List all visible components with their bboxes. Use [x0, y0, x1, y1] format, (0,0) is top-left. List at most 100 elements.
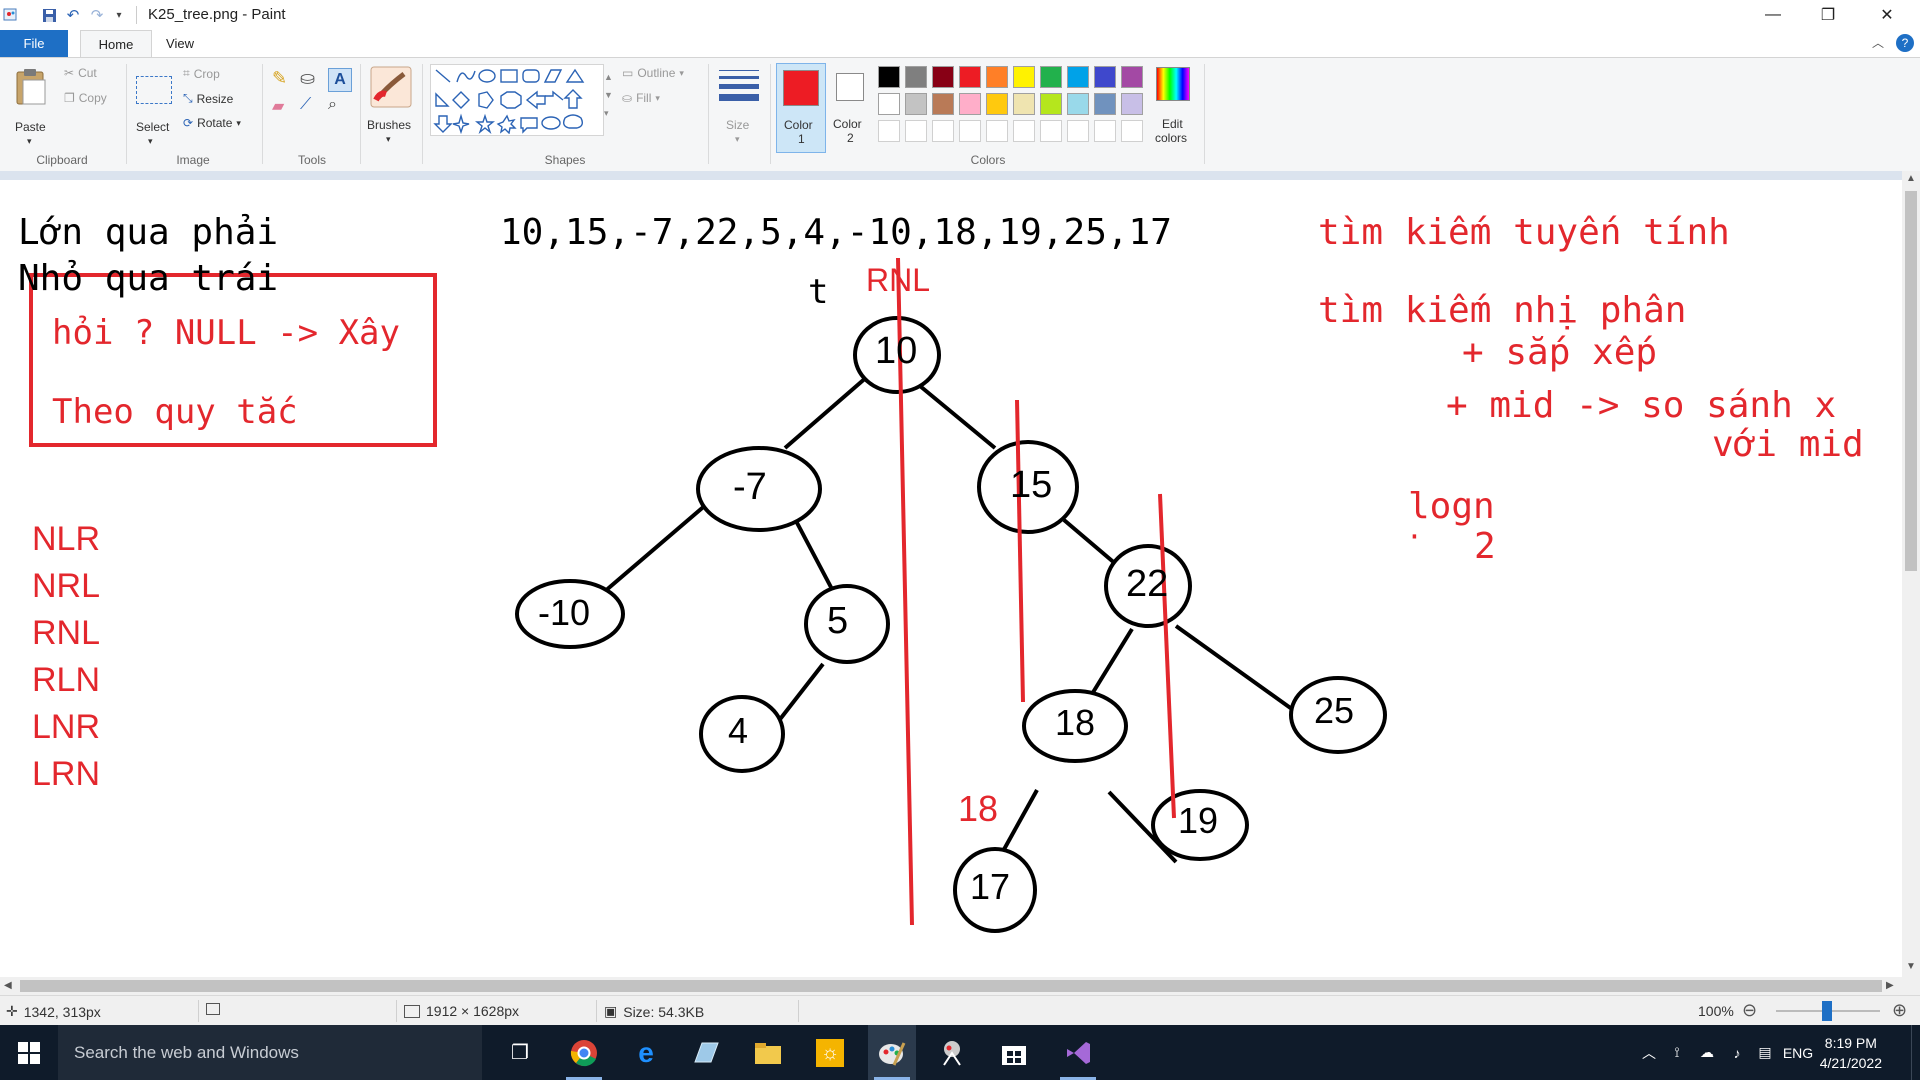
shapes-scroll-icon[interactable]: ▲▼▾	[604, 72, 613, 118]
palette-swatch[interactable]	[1121, 66, 1143, 88]
save-icon[interactable]	[40, 6, 58, 24]
palette-swatch[interactable]	[1094, 120, 1116, 142]
vertical-scroll-thumb[interactable]	[1905, 191, 1917, 571]
start-button[interactable]	[0, 1025, 58, 1080]
colors-group-label: Colors	[970, 153, 1006, 167]
paint-taskbar-icon[interactable]	[868, 1025, 916, 1080]
scroll-up-icon[interactable]: ▲	[1906, 173, 1916, 184]
palette-swatch[interactable]	[1040, 120, 1062, 142]
palette-swatch[interactable]	[1121, 120, 1143, 142]
scroll-down-icon[interactable]: ▼	[1906, 961, 1916, 972]
palette-swatch[interactable]	[986, 93, 1008, 115]
paste-button[interactable]: Paste ▾	[10, 66, 52, 156]
undo-icon[interactable]: ↶	[66, 7, 80, 24]
palette-swatch[interactable]	[932, 120, 954, 142]
show-desktop-button[interactable]	[1911, 1025, 1920, 1080]
select-button[interactable]: Select ▾	[134, 66, 174, 156]
crop-button[interactable]: ⌗ Crop	[183, 66, 220, 81]
outline-button[interactable]: ▭ Outline ▾	[622, 66, 684, 80]
horizontal-scroll-thumb[interactable]	[20, 980, 1882, 992]
rotate-button[interactable]: ⟳ Rotate ▾	[183, 116, 241, 130]
palette-swatch[interactable]	[959, 93, 981, 115]
color-picker-icon[interactable]: ⟋	[300, 96, 312, 113]
shapes-gallery[interactable]	[430, 64, 604, 136]
magnifier-icon[interactable]: ⌕	[328, 96, 337, 113]
palette-swatch[interactable]	[1067, 93, 1089, 115]
horizontal-scrollbar[interactable]: ◀ ▶	[0, 977, 1920, 995]
close-button[interactable]: ✕	[1880, 7, 1894, 24]
cut-button[interactable]: ✂ Cut	[64, 66, 97, 80]
palette-swatch[interactable]	[1094, 66, 1116, 88]
paint-app-icon[interactable]	[2, 6, 20, 24]
size-button[interactable]: Size ▾	[716, 64, 762, 156]
maximize-button[interactable]: ❐	[1820, 7, 1836, 24]
edit-colors-button[interactable]: Edit colors	[1148, 63, 1196, 151]
visual-studio-icon[interactable]	[1054, 1025, 1102, 1080]
clock[interactable]: 8:19 PM 4/21/2022	[1820, 1033, 1882, 1073]
help-icon[interactable]: ?	[1896, 34, 1914, 52]
customize-quick-access-icon[interactable]: ▾	[116, 9, 122, 21]
zoom-out-icon[interactable]: ⊖	[1742, 1000, 1758, 1020]
edge-icon[interactable]: e	[638, 1036, 654, 1068]
palette-swatch[interactable]	[959, 120, 981, 142]
palette-swatch[interactable]	[959, 66, 981, 88]
minimize-button[interactable]: —	[1765, 6, 1781, 23]
brushes-button[interactable]: Brushes ▾	[366, 64, 416, 156]
color1-button[interactable]: Color 1	[776, 63, 826, 153]
palette-swatch[interactable]	[1067, 66, 1089, 88]
palette-swatch[interactable]	[986, 66, 1008, 88]
paste-icon	[16, 69, 46, 105]
palette-swatch[interactable]	[1013, 66, 1035, 88]
copy-button[interactable]: ❐ Copy	[64, 91, 107, 105]
palette-swatch[interactable]	[905, 120, 927, 142]
palette-swatch[interactable]	[878, 66, 900, 88]
text-tool-icon[interactable]: A	[328, 68, 352, 92]
fill-bucket-icon[interactable]: ⛀	[300, 68, 316, 88]
palette-swatch[interactable]	[1094, 93, 1116, 115]
divider	[126, 64, 127, 164]
vertical-scrollbar[interactable]: ▲ ▼	[1902, 171, 1920, 977]
notes-tray-icon[interactable]: ▤	[1758, 1044, 1772, 1060]
palette-swatch[interactable]	[905, 66, 927, 88]
color2-button[interactable]: Color 2	[826, 63, 874, 151]
palette-swatch[interactable]	[1067, 120, 1089, 142]
tab-home[interactable]: Home	[80, 30, 152, 58]
eraser-icon[interactable]: ▰	[272, 98, 285, 115]
notes-app-icon[interactable]	[682, 1025, 730, 1080]
snipping-tool-icon[interactable]	[928, 1025, 976, 1080]
network-icon[interactable]: ⟟	[1674, 1044, 1680, 1060]
palette-swatch[interactable]	[1040, 66, 1062, 88]
palette-swatch[interactable]	[932, 93, 954, 115]
tab-file[interactable]: File	[0, 30, 68, 57]
language-indicator[interactable]: ENG	[1782, 1044, 1814, 1061]
palette-swatch[interactable]	[878, 120, 900, 142]
palette-swatch[interactable]	[1013, 93, 1035, 115]
file-explorer-icon[interactable]	[744, 1025, 792, 1080]
fill-button[interactable]: ⛀ Fill ▾	[622, 91, 660, 105]
tab-view[interactable]: View	[166, 36, 194, 51]
chrome-icon[interactable]	[560, 1025, 608, 1080]
zoom-slider-thumb[interactable]	[1822, 1001, 1832, 1021]
task-view-icon[interactable]: ❐	[511, 1042, 529, 1064]
palette-swatch[interactable]	[905, 93, 927, 115]
resize-button[interactable]: ⤡ Resize	[183, 91, 233, 106]
zoom-in-icon[interactable]: ⊕	[1892, 1000, 1908, 1020]
sun-app-icon[interactable]: ☼	[806, 1025, 854, 1080]
palette-swatch[interactable]	[986, 120, 1008, 142]
palette-swatch[interactable]	[1040, 93, 1062, 115]
palette-swatch[interactable]	[932, 66, 954, 88]
store-icon[interactable]	[990, 1025, 1038, 1080]
pencil-icon[interactable]: ✎	[272, 68, 288, 88]
palette-swatch[interactable]	[878, 93, 900, 115]
taskbar-search[interactable]: Search the web and Windows	[58, 1025, 482, 1080]
drawing-canvas[interactable]: Lớn qua phải Nhỏ qua trái 10,15,-7,22,5,…	[0, 180, 1902, 977]
scroll-right-icon[interactable]: ▶	[1886, 980, 1894, 991]
palette-swatch[interactable]	[1121, 93, 1143, 115]
collapse-ribbon-icon[interactable]: ︿	[1871, 36, 1884, 50]
palette-swatch[interactable]	[1013, 120, 1035, 142]
redo-icon[interactable]: ↷	[90, 7, 104, 24]
chevron-up-icon[interactable]: ︿	[1642, 1044, 1656, 1061]
volume-icon[interactable]: ♪	[1733, 1044, 1741, 1061]
cloud-sync-icon[interactable]: ☁	[1700, 1044, 1714, 1060]
scroll-left-icon[interactable]: ◀	[4, 980, 12, 991]
